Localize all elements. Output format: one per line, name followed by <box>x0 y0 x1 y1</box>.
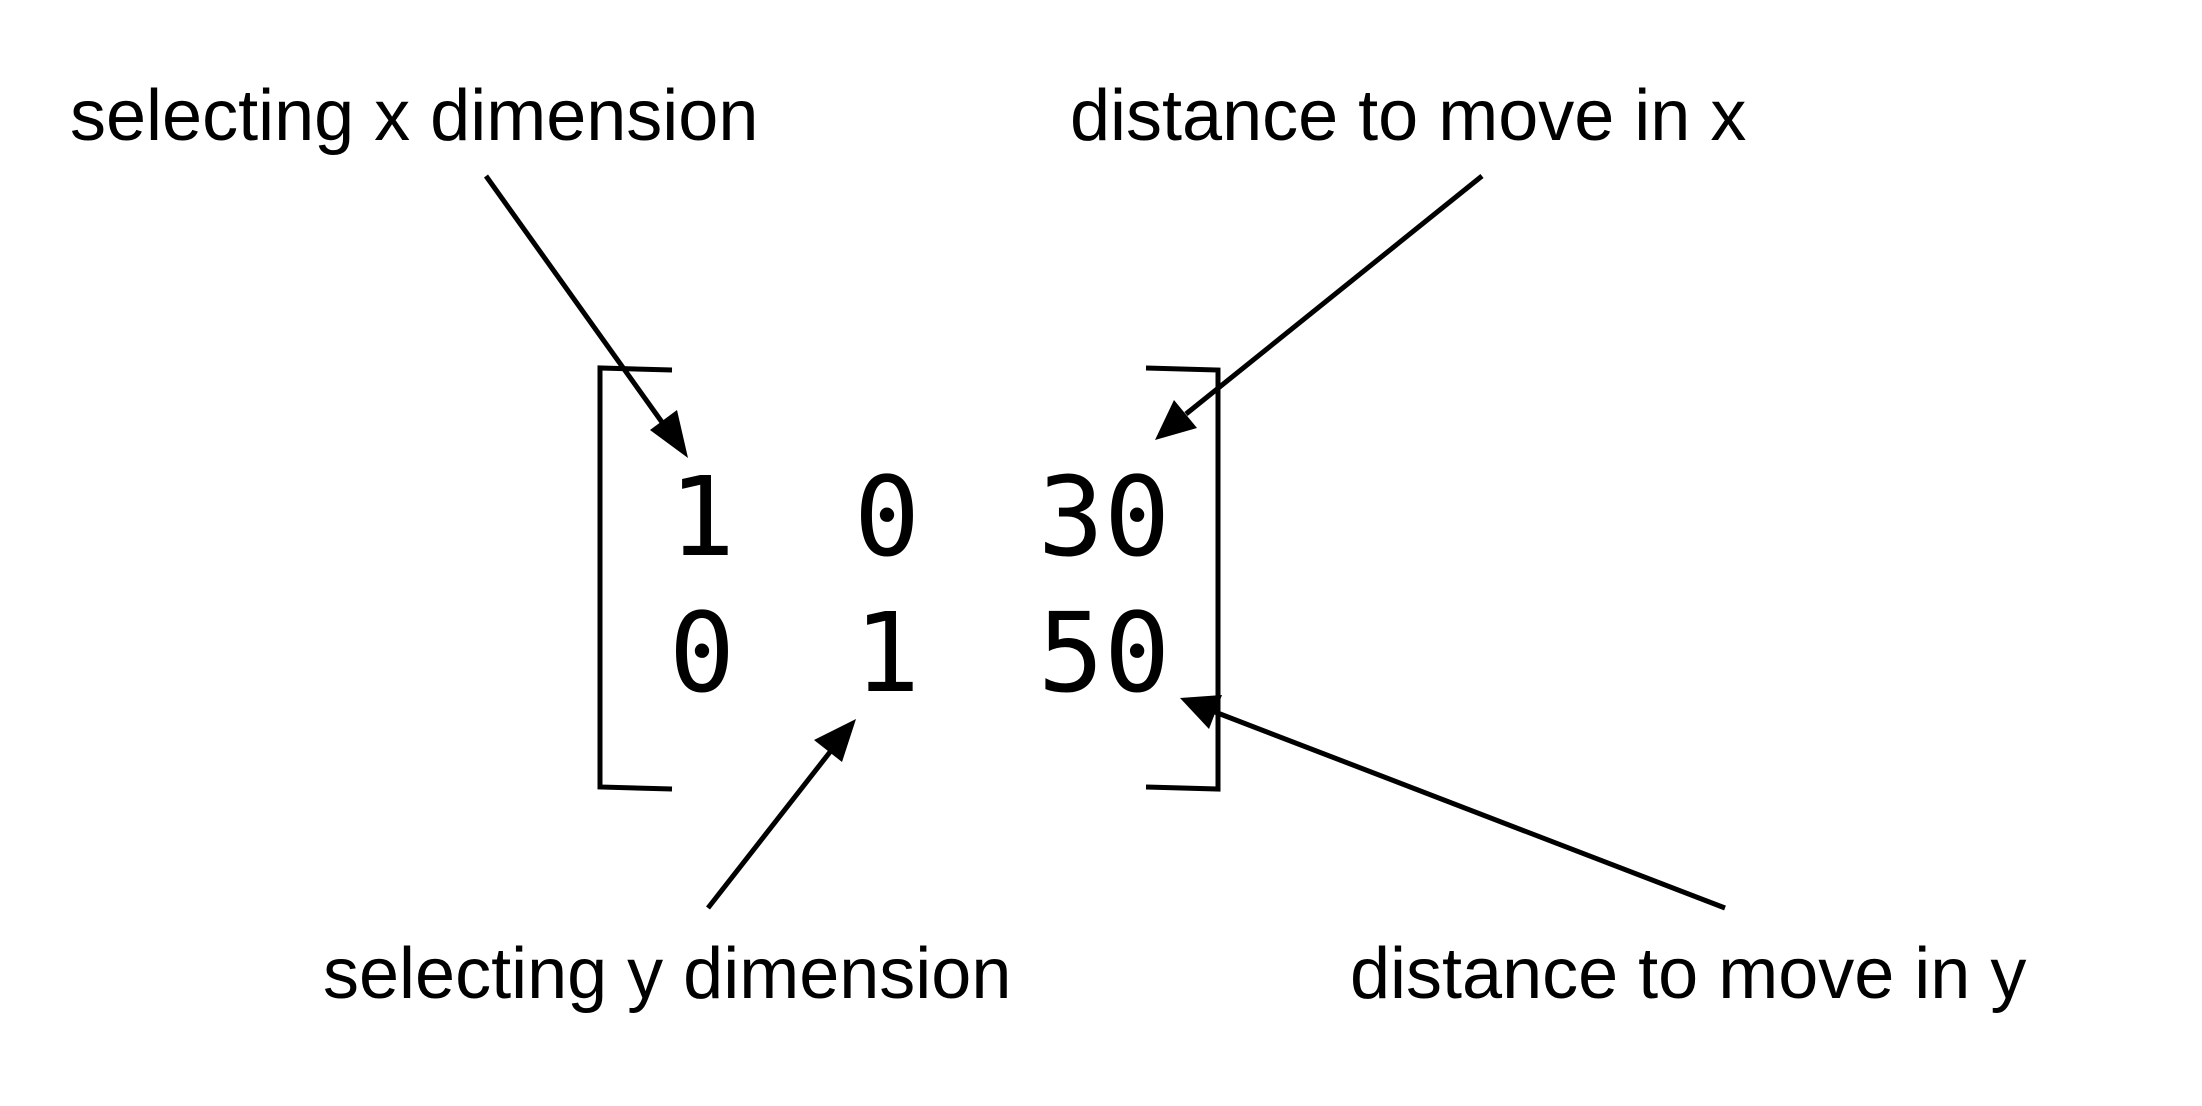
arrow-selecting-y-line <box>706 750 832 910</box>
right-bracket <box>1145 365 1221 792</box>
arrow-distance-y-line <box>1214 709 1726 911</box>
arrow-distance-x-head <box>1155 400 1197 440</box>
matrix: 1 0 30 0 1 50 <box>597 365 1221 792</box>
label-distance-to-move-in-x: distance to move in x <box>1070 76 1746 156</box>
matrix-cell-r1-c2: 0 <box>854 453 920 581</box>
arrow-selecting-y-head <box>814 719 856 762</box>
label-selecting-y-dimension: selecting y dimension <box>323 934 1011 1014</box>
arrow-selecting-x <box>483 174 688 458</box>
arrow-distance-x-line <box>1184 174 1484 416</box>
matrix-cell-r2-c1: 0 <box>669 589 735 717</box>
matrix-cell-r2-c3: 50 <box>1038 589 1170 717</box>
matrix-cell-r1-c1: 1 <box>669 453 735 581</box>
arrow-selecting-y <box>706 719 856 910</box>
arrow-distance-y-head <box>1180 695 1222 729</box>
left-bracket <box>597 365 673 792</box>
arrow-selecting-x-head <box>650 410 688 458</box>
arrow-selecting-x-line <box>483 174 667 427</box>
label-selecting-x-dimension: selecting x dimension <box>70 76 758 156</box>
arrow-distance-x <box>1155 174 1484 440</box>
arrow-distance-y <box>1180 695 1726 911</box>
matrix-cell-r1-c3: 30 <box>1038 453 1170 581</box>
matrix-cell-r2-c2: 1 <box>854 589 920 717</box>
label-distance-to-move-in-y: distance to move in y <box>1350 934 2026 1014</box>
